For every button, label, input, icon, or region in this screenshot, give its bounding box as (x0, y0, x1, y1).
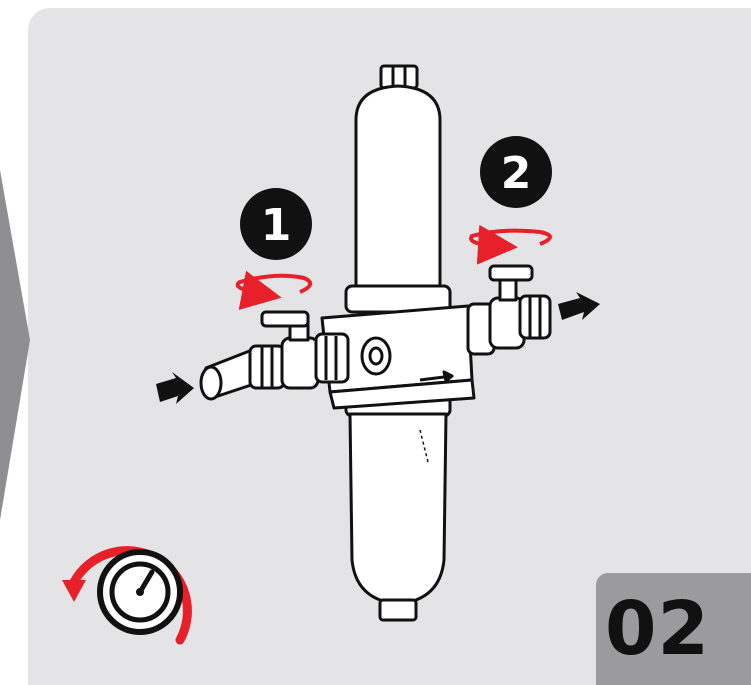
step-1-number: 1 (261, 200, 292, 251)
step-2-number: 2 (501, 148, 532, 199)
filter-housing-top (344, 64, 452, 314)
inlet-valve (199, 310, 350, 401)
outlet-flow-icon (558, 292, 600, 320)
pressure-gauge-icon (62, 546, 192, 645)
rotate-counterclockwise-icon-1 (235, 270, 312, 310)
step-2-marker: 2 (480, 136, 552, 208)
rotate-counterclockwise-icon-2 (469, 224, 552, 265)
filter-housing-bottom (344, 390, 452, 622)
page-badge: 02 (596, 573, 751, 685)
inlet-flow-icon (156, 372, 194, 404)
step-1-marker: 1 (240, 188, 312, 260)
page-number: 02 (605, 586, 710, 672)
outlet-valve (466, 264, 552, 356)
previous-step-tab[interactable] (0, 170, 30, 520)
filter-head (320, 304, 476, 410)
